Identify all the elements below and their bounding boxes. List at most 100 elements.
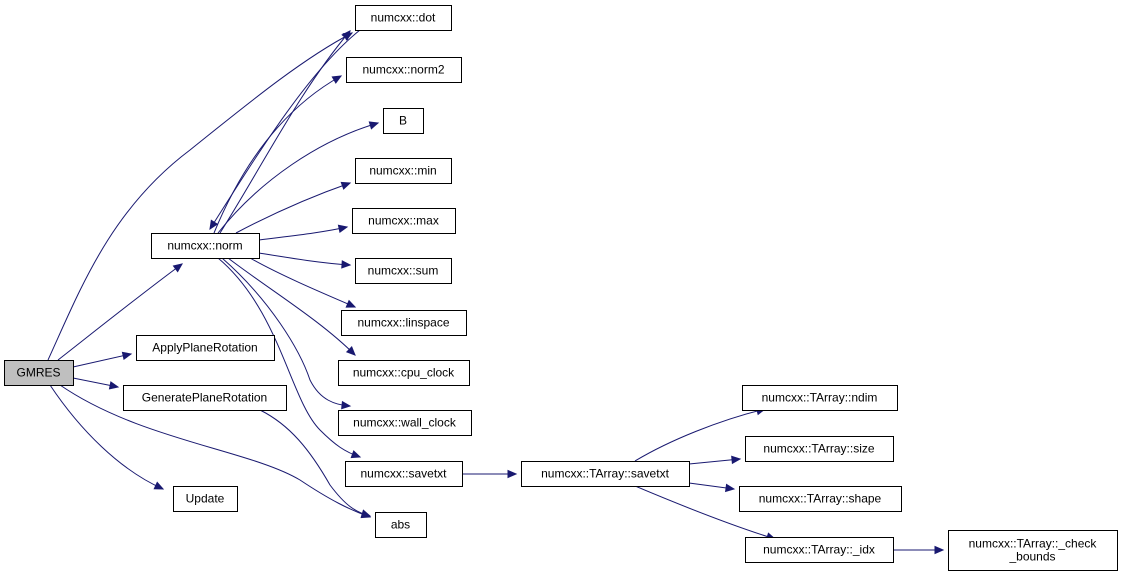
node-linspace[interactable]: numcxx::linspace <box>341 310 467 336</box>
node-tarray_idx[interactable]: numcxx::TArray::_idx <box>745 537 894 563</box>
node-b[interactable]: B <box>383 108 424 134</box>
arrow-head <box>209 219 219 231</box>
node-box[interactable] <box>338 360 470 386</box>
arrow-head <box>731 455 742 465</box>
node-box[interactable] <box>383 108 424 134</box>
edge-line <box>634 485 776 540</box>
edge-gmres-to-applyplanerotation <box>72 351 133 368</box>
node-tarray_ndim[interactable]: numcxx::TArray::ndim <box>742 385 898 411</box>
node-label: numcxx::sum <box>368 264 439 278</box>
arrow-head <box>153 481 165 490</box>
node-box[interactable] <box>739 486 902 512</box>
node-update[interactable]: Update <box>173 486 238 512</box>
edge-norm-to-linspace <box>249 257 357 308</box>
node-box[interactable] <box>341 310 467 336</box>
node-cpu_clock[interactable]: numcxx::cpu_clock <box>338 360 470 386</box>
node-tarray_savetxt[interactable]: numcxx::TArray::savetxt <box>521 461 690 487</box>
arrow-head <box>345 346 356 356</box>
edge-line <box>213 75 342 234</box>
node-label: numcxx::norm2 <box>362 63 444 77</box>
edge-line <box>235 182 351 234</box>
edge-line <box>227 257 356 356</box>
node-box[interactable] <box>355 158 452 184</box>
edge-norm-to-sum <box>258 252 352 269</box>
node-box[interactable] <box>352 208 456 234</box>
node-box[interactable] <box>521 461 690 487</box>
node-box[interactable] <box>355 5 452 31</box>
node-box[interactable] <box>745 537 894 563</box>
arrow-head <box>121 351 133 361</box>
node-label: numcxx::max <box>368 214 439 228</box>
node-max[interactable]: numcxx::max <box>352 208 456 234</box>
edge-line <box>217 257 361 458</box>
edge-norm-to-dot <box>219 30 351 234</box>
edge-line <box>47 32 353 361</box>
node-label: numcxx::norm <box>167 239 242 253</box>
edge-line <box>209 29 361 230</box>
node-norm[interactable]: numcxx::norm <box>151 233 260 259</box>
node-box[interactable] <box>742 385 898 411</box>
node-gmres[interactable]: GMRES <box>4 360 74 386</box>
edge-line <box>219 30 351 234</box>
edge-line <box>59 384 371 518</box>
node-generateplanerotation[interactable]: GeneratePlaneRotation <box>123 385 287 411</box>
arrow-head <box>725 483 736 493</box>
node-savetxt[interactable]: numcxx::savetxt <box>345 461 463 487</box>
node-box[interactable] <box>173 486 238 512</box>
arrow-head <box>507 469 518 479</box>
node-tarray_size[interactable]: numcxx::TArray::size <box>745 436 894 462</box>
edges-layer <box>47 29 945 555</box>
node-label: numcxx::TArray::_idx <box>763 543 875 557</box>
node-wall_clock[interactable]: numcxx::wall_clock <box>338 410 472 436</box>
arrow-head <box>934 545 945 555</box>
edge-norm-to-wall_clock <box>221 257 352 410</box>
node-tarray_check_bounds[interactable]: numcxx::TArray::_check_bounds <box>948 530 1118 571</box>
edge-line <box>221 257 351 407</box>
node-label: numcxx::linspace <box>357 316 449 330</box>
node-box[interactable] <box>136 335 275 361</box>
edge-tarray_savetxt-to-tarray_shape <box>688 482 736 493</box>
node-box[interactable] <box>948 530 1118 571</box>
node-dot[interactable]: numcxx::dot <box>355 5 452 31</box>
node-label: ApplyPlaneRotation <box>152 341 257 355</box>
arrow-head <box>341 400 352 410</box>
edge-line <box>258 252 351 266</box>
node-label: GMRES <box>16 366 60 380</box>
node-min[interactable]: numcxx::min <box>355 158 452 184</box>
node-norm2[interactable]: numcxx::norm2 <box>346 57 462 83</box>
node-label: numcxx::TArray::savetxt <box>541 467 669 481</box>
edge-line <box>634 408 766 462</box>
node-box[interactable] <box>345 461 463 487</box>
node-label: numcxx::wall_clock <box>353 416 457 430</box>
node-box[interactable] <box>346 57 462 83</box>
arrow-head <box>350 450 362 459</box>
node-box[interactable] <box>375 512 427 538</box>
node-applyplanerotation[interactable]: ApplyPlaneRotation <box>136 335 275 361</box>
edge-dot-to-norm <box>209 29 361 231</box>
edge-generateplanerotation-to-abs <box>259 409 372 518</box>
node-tarray_shape[interactable]: numcxx::TArray::shape <box>739 486 902 512</box>
edge-line <box>258 226 348 241</box>
edge-gmres-to-dot <box>47 32 354 361</box>
node-label: numcxx::cpu_clock <box>353 366 455 380</box>
edge-tarray_savetxt-to-tarray_size <box>688 455 742 465</box>
edge-norm-to-min <box>235 181 352 234</box>
node-box[interactable] <box>355 258 452 284</box>
node-label: numcxx::TArray::_check <box>969 537 1098 551</box>
node-box[interactable] <box>151 233 260 259</box>
arrow-head <box>368 121 380 130</box>
node-box[interactable] <box>4 360 74 386</box>
edge-tarray_idx-to-tarray_check_bounds <box>893 545 945 555</box>
node-label: numcxx::TArray::size <box>763 442 874 456</box>
node-abs[interactable]: abs <box>375 512 427 538</box>
arrow-head <box>341 260 352 269</box>
node-label: numcxx::min <box>369 164 436 178</box>
node-box[interactable] <box>745 436 894 462</box>
node-sum[interactable]: numcxx::sum <box>355 258 452 284</box>
node-box[interactable] <box>123 385 287 411</box>
arrow-head <box>341 30 351 41</box>
arrow-head <box>337 224 349 233</box>
node-label: GeneratePlaneRotation <box>142 391 267 405</box>
node-box[interactable] <box>338 410 472 436</box>
